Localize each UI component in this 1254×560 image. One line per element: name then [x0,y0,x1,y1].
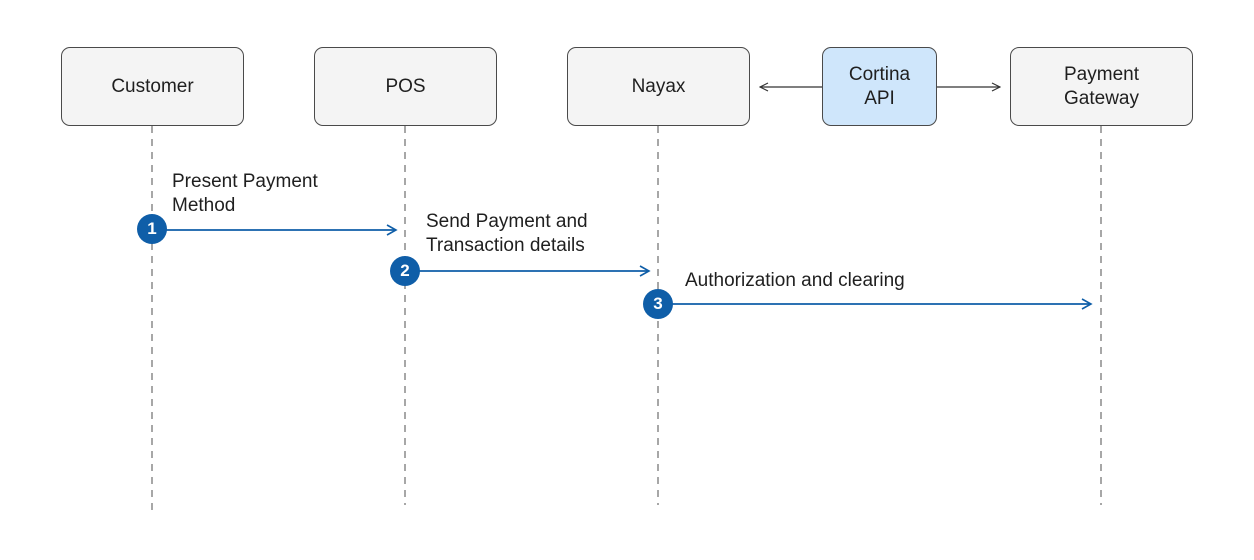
actor-customer-label: Customer [111,75,194,97]
actor-customer: Customer [61,47,244,126]
step-badge-1: 1 [137,214,167,244]
actor-pos: POS [314,47,497,126]
actor-pos-label: POS [385,75,426,97]
message-label-1: Present Payment Method [172,171,318,216]
message-label-3: Authorization and clearing [685,270,905,291]
step-badge-2: 2 [390,256,420,286]
actor-nayax-label: Nayax [631,75,686,97]
message-label-2: Send Payment and Transaction details [426,211,588,256]
actor-nayax: Nayax [567,47,750,126]
actor-payment-gateway-label: Payment Gateway [1064,63,1139,109]
actor-cortina-api-label: Cortina API [848,63,911,109]
actor-cortina-api: Cortina API [822,47,937,126]
actor-payment-gateway: Payment Gateway [1010,47,1193,126]
step-badge-3: 3 [643,289,673,319]
